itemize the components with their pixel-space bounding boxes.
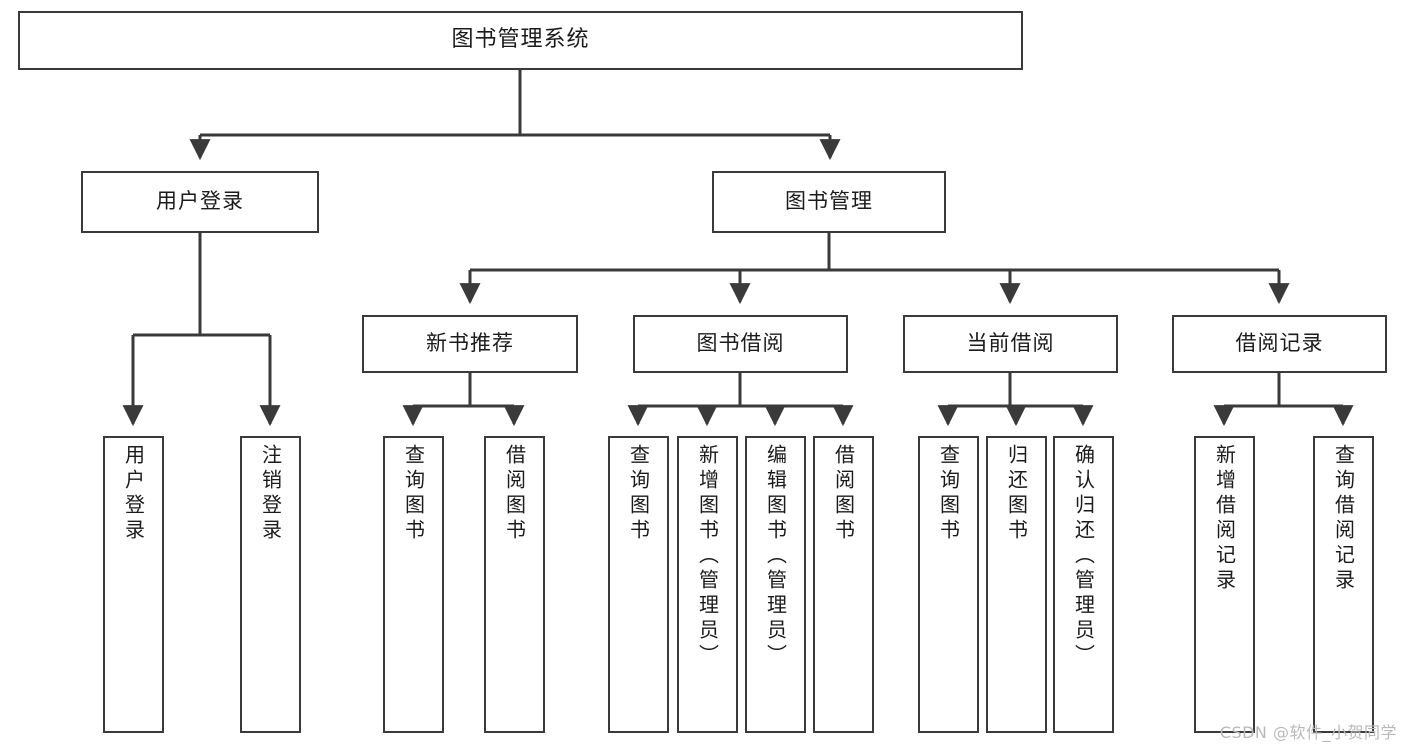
leaf-borrow-book-1[interactable]: 借阅图书 bbox=[484, 436, 545, 733]
node-borrow-record[interactable]: 借阅记录 bbox=[1172, 315, 1387, 373]
leaf-add-record[interactable]: 新增借阅记录 bbox=[1194, 436, 1255, 733]
leaf-add-book-label: 新增图书（管理员） bbox=[695, 444, 720, 669]
leaf-return-book-label: 归还图书 bbox=[1004, 444, 1029, 544]
node-root-label: 图书管理系统 bbox=[451, 27, 590, 53]
leaf-confirm-return[interactable]: 确认归还（管理员） bbox=[1053, 436, 1114, 733]
leaf-user-logout-label: 注销登录 bbox=[258, 444, 283, 544]
leaf-user-login[interactable]: 用户登录 bbox=[103, 436, 164, 733]
leaf-edit-book-label: 编辑图书（管理员） bbox=[763, 444, 788, 669]
leaf-query-book-2[interactable]: 查询图书 bbox=[608, 436, 669, 733]
node-root[interactable]: 图书管理系统 bbox=[18, 11, 1023, 70]
leaf-add-record-label: 新增借阅记录 bbox=[1212, 444, 1237, 594]
node-user-login-label: 用户登录 bbox=[156, 189, 244, 214]
node-current-borrow[interactable]: 当前借阅 bbox=[903, 315, 1118, 373]
leaf-confirm-return-label: 确认归还（管理员） bbox=[1071, 444, 1096, 669]
node-new-book-rec[interactable]: 新书推荐 bbox=[362, 315, 578, 373]
leaf-query-book-3-label: 查询图书 bbox=[936, 444, 961, 544]
leaf-borrow-book-2-label: 借阅图书 bbox=[831, 444, 856, 544]
leaf-query-book-1-label: 查询图书 bbox=[401, 444, 426, 544]
node-borrow-record-label: 借阅记录 bbox=[1235, 331, 1324, 356]
leaf-return-book[interactable]: 归还图书 bbox=[986, 436, 1047, 733]
csdn-watermark: CSDN @软件_小贺同学 bbox=[1219, 723, 1397, 742]
node-book-borrow-label: 图书借阅 bbox=[696, 331, 785, 356]
leaf-add-book[interactable]: 新增图书（管理员） bbox=[677, 436, 738, 733]
leaf-user-login-label: 用户登录 bbox=[121, 444, 146, 544]
leaf-edit-book[interactable]: 编辑图书（管理员） bbox=[745, 436, 806, 733]
leaf-query-book-3[interactable]: 查询图书 bbox=[918, 436, 979, 733]
node-book-manage[interactable]: 图书管理 bbox=[712, 171, 946, 233]
leaf-borrow-book-2[interactable]: 借阅图书 bbox=[813, 436, 874, 733]
leaf-query-record-label: 查询借阅记录 bbox=[1331, 444, 1356, 594]
leaf-user-logout[interactable]: 注销登录 bbox=[240, 436, 301, 733]
leaf-query-record[interactable]: 查询借阅记录 bbox=[1313, 436, 1374, 733]
node-book-borrow[interactable]: 图书借阅 bbox=[633, 315, 848, 373]
leaf-query-book-1[interactable]: 查询图书 bbox=[383, 436, 444, 733]
leaf-query-book-2-label: 查询图书 bbox=[626, 444, 651, 544]
node-user-login[interactable]: 用户登录 bbox=[81, 171, 319, 233]
node-book-manage-label: 图书管理 bbox=[785, 189, 873, 214]
node-current-borrow-label: 当前借阅 bbox=[966, 331, 1055, 356]
node-new-book-rec-label: 新书推荐 bbox=[426, 331, 514, 356]
leaf-borrow-book-1-label: 借阅图书 bbox=[502, 444, 527, 544]
